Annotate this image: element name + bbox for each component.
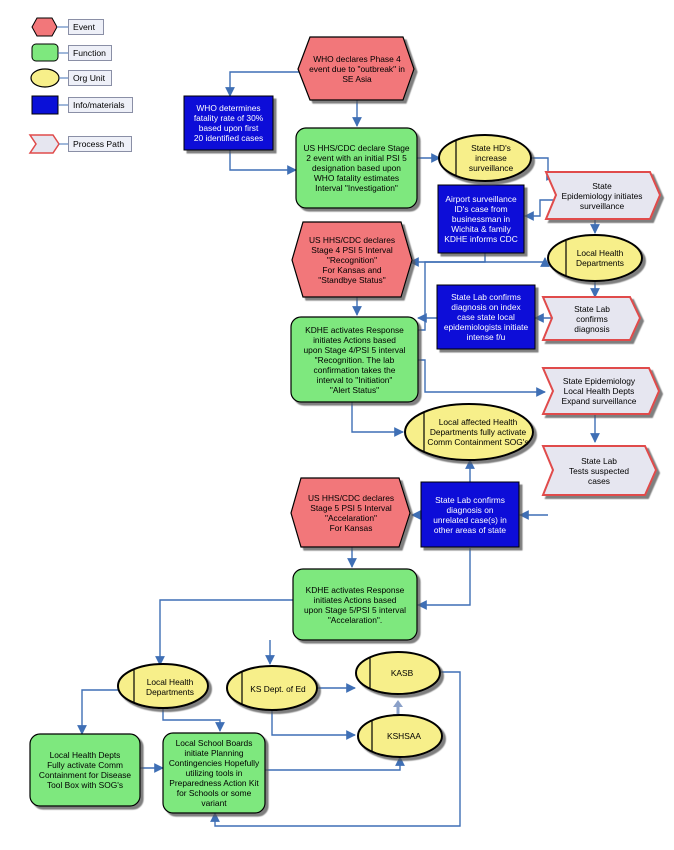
legend-org-unit-swatch <box>30 68 60 88</box>
org-local-health-1 <box>547 234 643 282</box>
path-state-lab-tests <box>541 445 658 496</box>
org-local-health-2 <box>117 663 209 709</box>
info-state-lab-index <box>436 284 536 350</box>
arrow-airport-to-stage4 <box>409 253 486 267</box>
org-kshsaa <box>357 714 443 758</box>
legend-event-swatch <box>31 17 58 37</box>
info-airport <box>437 184 525 254</box>
arrow-kdhe-up-localhealth <box>418 257 550 331</box>
event-who-phase4 <box>297 36 415 101</box>
arrow-kdhe5-to-localhealth2 <box>155 599 293 666</box>
legend-process-path-swatch <box>28 134 60 154</box>
path-state-lab-confirms <box>541 296 642 341</box>
legend <box>28 17 68 154</box>
info-who-fatality <box>183 95 274 151</box>
connectors <box>77 71 600 827</box>
arrow-who-to-fatality <box>225 71 300 97</box>
arrow-unrelated-to-kdhe5 <box>417 548 471 610</box>
arrow-kasb-to-schoolboards <box>210 671 461 827</box>
func-local-health-activate <box>29 733 141 807</box>
info-state-lab-unrelated <box>420 481 520 548</box>
arrow-schoolboards-to-kshsaa <box>265 756 405 771</box>
arrow-epi-to-airport <box>524 199 556 221</box>
func-kdhe-stage5 <box>292 568 418 641</box>
func-us-stage2 <box>295 127 418 209</box>
legend-function-swatch <box>31 43 59 62</box>
arrow-fatality-to-stage2 <box>229 150 297 175</box>
org-kasb <box>355 651 441 695</box>
legend-process-path-label: Process Path <box>68 136 132 152</box>
org-ks-dept-ed <box>226 665 318 711</box>
event-us-stage4 <box>291 221 413 298</box>
arrow-kdhe-to-localaffected <box>351 402 404 437</box>
path-state-epi-expand <box>541 367 661 415</box>
path-state-epi-surv <box>544 171 662 220</box>
org-state-hd <box>438 134 532 182</box>
legend-event-label: Event <box>68 19 104 35</box>
event-us-stage5 <box>290 477 411 548</box>
arrow-localhealth2-to-schoolboards <box>162 708 225 732</box>
legend-function-label: Function <box>68 45 112 61</box>
func-kdhe-stage4 <box>290 316 419 403</box>
shapes <box>29 36 662 814</box>
arrow-kdhe-to-epi-expand <box>418 359 546 397</box>
func-school-boards <box>162 732 266 814</box>
arrow-localhealth2-to-activate <box>77 689 118 735</box>
org-local-affected <box>404 403 534 461</box>
arrow-ksded-to-kshsaa <box>271 707 356 740</box>
legend-info-label: Info/materials <box>68 97 133 113</box>
legend-org-unit-label: Org Unit <box>68 70 112 86</box>
legend-info-swatch <box>31 95 59 115</box>
